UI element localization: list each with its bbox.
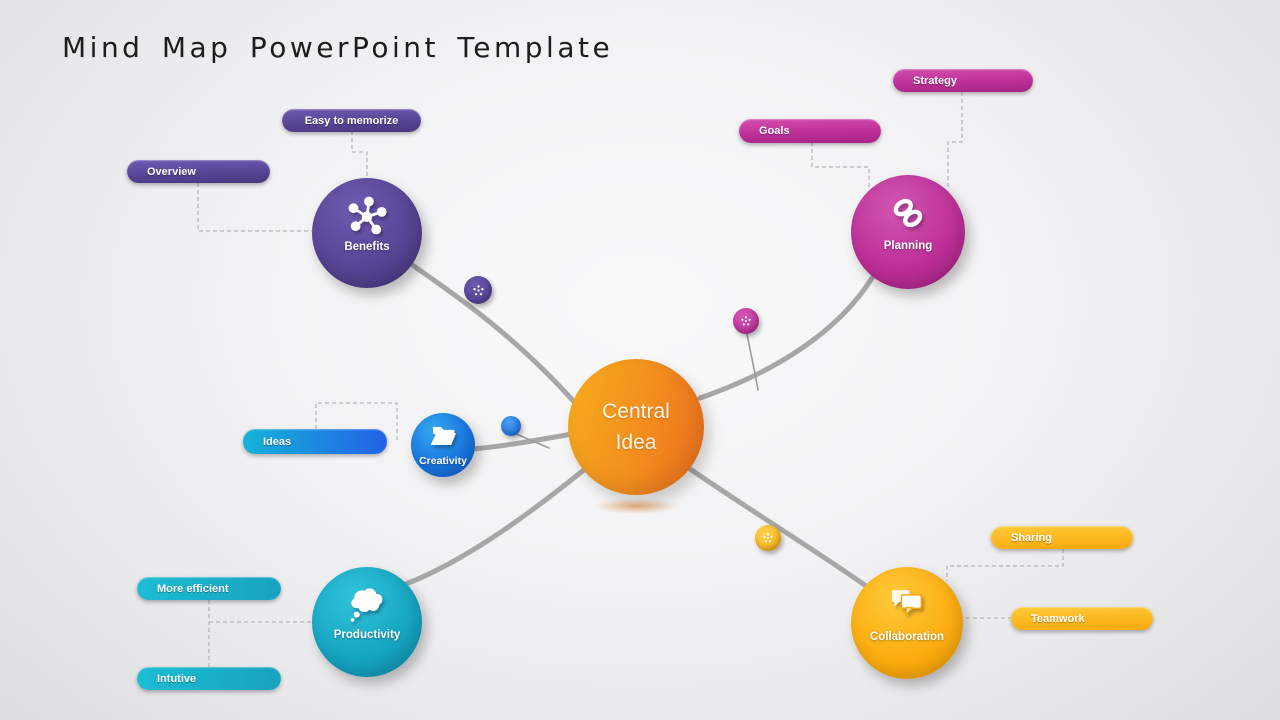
- pill-ideas[interactable]: Ideas: [243, 429, 387, 454]
- productivity-node[interactable]: Productivity: [312, 567, 422, 677]
- pill-strategy-label: Strategy: [913, 74, 958, 87]
- pill-more-efficient[interactable]: More efficient: [137, 577, 281, 600]
- branch-curve-productivity: [403, 466, 588, 587]
- branch-curve-planning: [697, 275, 875, 401]
- mini-asterisk-icon: [763, 533, 773, 543]
- dashed-leaders: [197, 92, 1064, 667]
- central-reflection: [592, 498, 680, 514]
- pill-overview-label: Overview: [147, 165, 196, 178]
- branch-curve-collaboration: [687, 466, 869, 589]
- mini-asterisk-icon: [741, 316, 751, 326]
- benefits-branch-dot[interactable]: [464, 276, 492, 304]
- planning-node[interactable]: Planning: [851, 175, 965, 289]
- creativity-node[interactable]: Creativity: [411, 413, 475, 477]
- branch-curve-benefits: [405, 259, 579, 407]
- pill-easy-to-memorize[interactable]: Easy to memorize: [282, 109, 421, 132]
- open-folder-icon: [427, 420, 459, 455]
- leader-goals: [811, 142, 870, 189]
- slide-title: Mind Map PowerPoint Template: [62, 31, 614, 64]
- stem-planning-dot: [746, 333, 759, 391]
- leader-ideas: [315, 402, 398, 443]
- mini-asterisk-icon: [472, 284, 484, 295]
- pill-goals-label: Goals: [759, 125, 790, 137]
- pill-strategy[interactable]: Strategy: [893, 69, 1033, 92]
- benefits-label: Benefits: [344, 241, 390, 253]
- pill-intutive[interactable]: Intutive: [137, 667, 281, 690]
- central-idea-label: Central Idea: [602, 400, 670, 454]
- pill-intutive-label: Intutive: [157, 672, 197, 685]
- leader-sharing: [946, 549, 1064, 581]
- planning-label: Planning: [883, 240, 933, 252]
- network-hub-icon: [346, 194, 388, 241]
- creativity-label: Creativity: [419, 455, 467, 467]
- pill-sharing-label: Sharing: [1011, 531, 1052, 544]
- pill-more-efficient-label: More efficient: [157, 582, 229, 595]
- chain-link-icon: [888, 193, 928, 238]
- stem-pin: [513, 432, 550, 449]
- pill-teamwork[interactable]: Teamwork: [1011, 607, 1153, 630]
- central-idea-node[interactable]: Central Idea: [568, 359, 704, 495]
- thought-cloud-icon: [344, 581, 390, 632]
- planning-branch-dot[interactable]: [733, 308, 759, 334]
- creativity-branch-pin[interactable]: [501, 416, 521, 436]
- leader-overview: [197, 183, 313, 232]
- chat-bubbles-icon: [886, 583, 928, 626]
- pill-sharing[interactable]: Sharing: [991, 526, 1133, 549]
- benefits-node[interactable]: Benefits: [312, 178, 422, 288]
- productivity-label: Productivity: [333, 629, 401, 641]
- collaboration-label: Collaboration: [869, 631, 945, 643]
- marker-stems: [513, 333, 759, 449]
- leader-easy-to-memorize: [351, 131, 368, 178]
- branch-curve-creativity: [471, 431, 575, 452]
- branch-curves: [403, 259, 875, 589]
- leader-strategy: [947, 92, 963, 190]
- pill-teamwork-label: Teamwork: [1031, 612, 1085, 625]
- collaboration-node[interactable]: Collaboration: [851, 567, 963, 679]
- collaboration-branch-dot[interactable]: [755, 525, 781, 551]
- pill-overview[interactable]: Overview: [127, 160, 270, 183]
- pill-goals[interactable]: Goals: [739, 119, 881, 143]
- pill-ideas-label: Ideas: [263, 435, 292, 448]
- pill-easy-to-memorize-label: Easy to memorize: [304, 114, 399, 127]
